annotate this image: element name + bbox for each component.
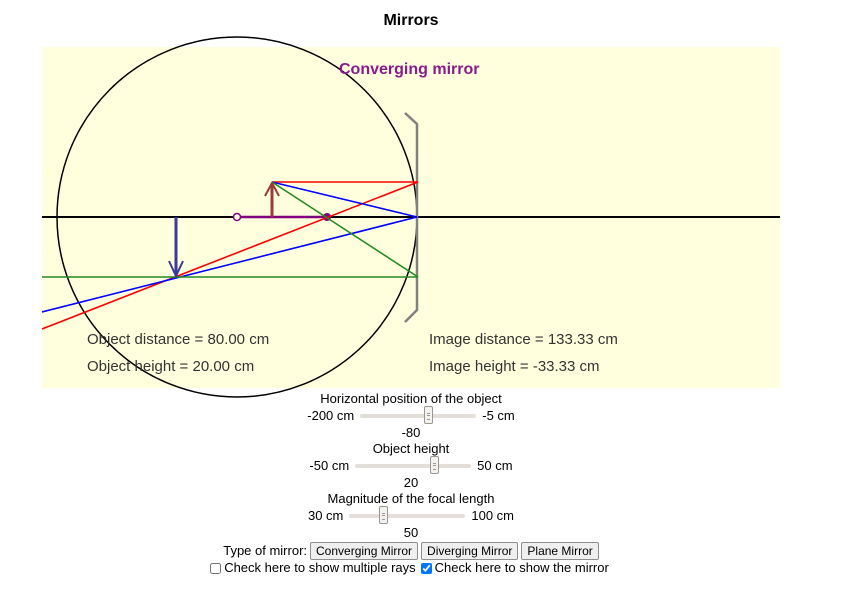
horizontal-max-label: -5 cm <box>482 408 515 423</box>
focal-length-slider[interactable] <box>349 506 466 524</box>
multiple-rays-option[interactable]: Check here to show multiple rays <box>210 560 416 576</box>
height-min-label: -50 cm <box>309 458 350 473</box>
show-mirror-label: Check here to show the mirror <box>434 560 609 575</box>
image-height-text: Image height = -33.33 cm <box>429 358 600 375</box>
converging-mirror-button[interactable]: Converging Mirror <box>310 542 419 560</box>
object-arrow[interactable] <box>264 180 280 217</box>
focal-length-slider-row: 30 cm 100 cm <box>0 506 822 525</box>
ray-blue-incident <box>271 181 418 218</box>
mirror-type-row: Type of mirror: Converging Mirror Diverg… <box>0 542 822 560</box>
focal-length-value: 50 <box>403 525 419 540</box>
object-height-slider-thumb[interactable] <box>430 456 440 474</box>
show-mirror-option[interactable]: Check here to show the mirror <box>420 560 609 576</box>
focal-length-slider-thumb[interactable] <box>379 506 389 524</box>
horizontal-position-slider[interactable] <box>360 406 477 424</box>
page-title: Mirrors <box>383 12 439 29</box>
diverging-mirror-button[interactable]: Diverging Mirror <box>421 542 519 560</box>
focal-max-label: 100 cm <box>471 508 515 523</box>
mirror-type-label: Type of mirror: <box>223 543 308 558</box>
ray-green-incident <box>271 181 419 278</box>
object-height-label: Object height <box>372 441 450 456</box>
multiple-rays-checkbox[interactable] <box>210 562 222 574</box>
checkbox-row: Check here to show multiple rays Check h… <box>0 560 822 576</box>
object-height-value: 20 <box>403 475 419 490</box>
image-distance-text: Image distance = 133.33 cm <box>429 331 618 348</box>
height-max-label: 50 cm <box>477 458 513 473</box>
object-distance-text: Object distance = 80.00 cm <box>87 331 269 348</box>
horizontal-position-slider-thumb[interactable] <box>424 406 434 424</box>
ray-red-reflected <box>42 181 419 330</box>
mirror-type-label: Converging mirror <box>339 61 479 78</box>
controls-panel: Horizontal position of the object -200 c… <box>0 390 822 576</box>
object-height-slider[interactable] <box>355 456 472 474</box>
show-mirror-checkbox[interactable] <box>420 562 432 574</box>
centre-of-curvature-marker <box>232 212 242 222</box>
horizontal-position-slider-row: -200 cm -5 cm <box>0 406 822 425</box>
focal-min-label: 30 cm <box>307 508 344 523</box>
plane-mirror-button[interactable]: Plane Mirror <box>521 542 599 560</box>
horizontal-position-value: -80 <box>401 425 421 440</box>
ray-diagram-canvas[interactable]: Converging mirror Object distance = 80.0… <box>0 0 856 400</box>
object-height-text: Object height = 20.00 cm <box>87 358 254 375</box>
focal-length-label: Magnitude of the focal length <box>327 491 495 506</box>
horizontal-position-label: Horizontal position of the object <box>320 391 502 406</box>
multiple-rays-label: Check here to show multiple rays <box>224 560 416 575</box>
image-arrow <box>168 217 184 279</box>
ray-blue-reflected <box>42 216 418 313</box>
object-height-slider-row: -50 cm 50 cm <box>0 456 822 475</box>
horizontal-min-label: -200 cm <box>307 408 355 423</box>
